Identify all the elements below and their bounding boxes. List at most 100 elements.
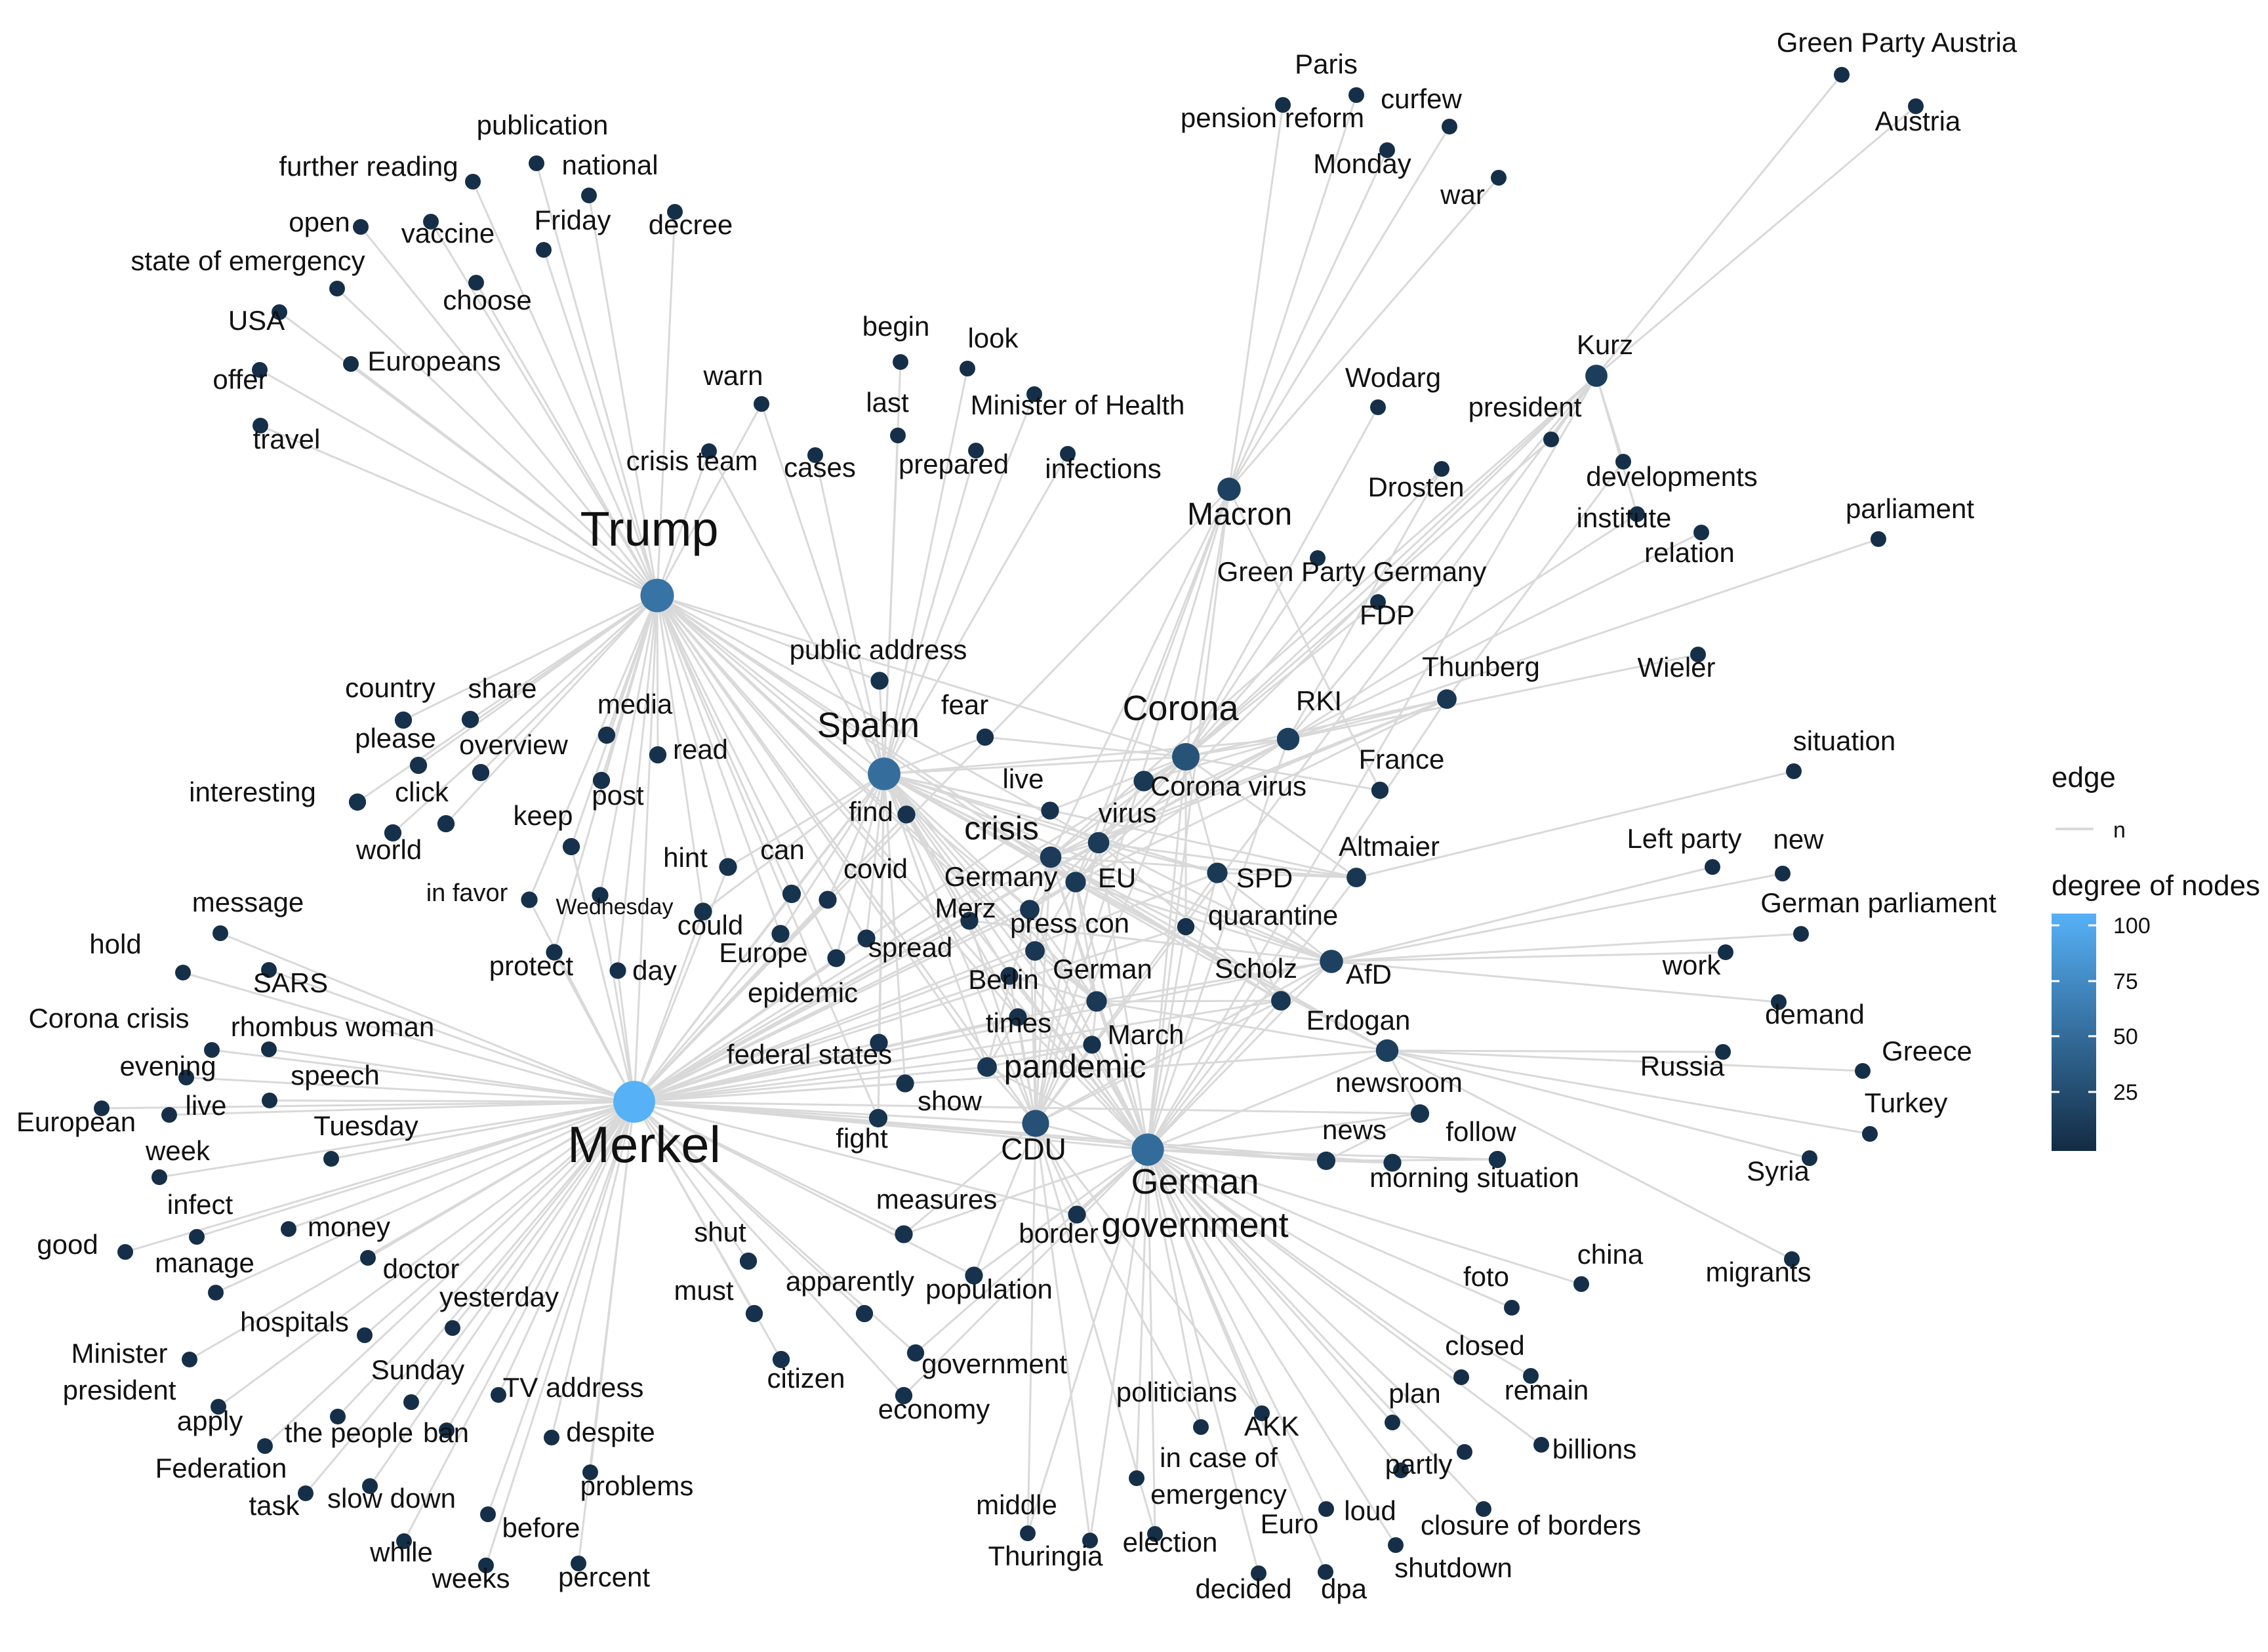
node-label-usa: USA — [228, 305, 285, 336]
node-billions — [1533, 1437, 1549, 1453]
edge-corona-france — [1185, 755, 1381, 792]
node-label-developments: developments — [1586, 461, 1758, 492]
node-label-spahn: Spahn — [817, 706, 920, 745]
edge-trump-times — [656, 595, 1019, 1018]
node-label-left-party: Left party — [1627, 823, 1741, 854]
edge-trump-spahn — [657, 594, 885, 775]
node-label-billions: billions — [1552, 1434, 1636, 1464]
edge-cdu-afd — [1035, 960, 1332, 1125]
edge-trump-interesting — [357, 594, 658, 803]
edge-cdu-politicians — [1034, 1123, 1202, 1428]
edge-germany-german — [1028, 909, 1098, 1002]
node-evening — [178, 1070, 194, 1085]
node-pension-reform — [1348, 87, 1364, 103]
edge-rki-corona_virus — [1143, 738, 1289, 782]
node-label-kurz: Kurz — [1577, 329, 1633, 360]
node-usa — [272, 304, 287, 320]
edge-erdogan-russia — [1387, 1049, 1724, 1053]
edge-eu-german — [1074, 881, 1098, 1002]
node-paris — [1275, 97, 1291, 113]
edge-merkel-europe — [633, 933, 782, 1102]
edge-erdogan-greece — [1387, 1049, 1863, 1072]
edge-macron-pension_reform — [1228, 94, 1358, 490]
edge-cdu-german — [1034, 1001, 1098, 1124]
node-label-foto: foto — [1463, 1261, 1509, 1292]
node-label-before: before — [502, 1512, 580, 1543]
edge-merkel-keep — [570, 846, 636, 1102]
node-slow-down — [362, 1478, 378, 1494]
edge-merkel-march — [634, 1043, 1093, 1103]
node-label-government: government — [921, 1348, 1067, 1379]
edge-spahn-cdu — [883, 773, 1037, 1124]
node-sars — [261, 962, 277, 978]
node-minister-president — [182, 1352, 197, 1367]
edge-afd-spd — [1217, 872, 1332, 963]
edge-trump-german_government — [656, 595, 1149, 1150]
edge-trump-offer — [259, 369, 658, 597]
node-march — [1083, 1036, 1101, 1054]
node-macron — [1217, 477, 1241, 501]
edge-spahn-fear — [883, 736, 986, 775]
edge-eu-press_con — [1034, 881, 1077, 952]
node-label-pension-reform: pension reform — [1181, 102, 1364, 133]
edge-merkel-federation — [264, 1100, 636, 1447]
node-label-scholz: Scholz — [1215, 953, 1297, 984]
edge-merkel-manage — [215, 1100, 635, 1294]
edge-german_government-dpa — [1146, 1149, 1327, 1573]
edge-macron-paris — [1228, 104, 1284, 490]
node-label-remain: remain — [1505, 1375, 1589, 1405]
edge-german_government-germany — [1028, 909, 1149, 1150]
edge-merkel-sars — [268, 969, 635, 1103]
edge-merkel-despite — [550, 1101, 636, 1438]
node-label-spd: SPD — [1236, 862, 1293, 893]
edge-merkel-ban — [445, 1101, 636, 1431]
node-label-federal-states: federal states — [727, 1039, 892, 1070]
edge-merkel-sunday — [410, 1101, 636, 1403]
edge-spahn-infections — [883, 453, 1069, 775]
legend-colorbar — [2052, 914, 2096, 1151]
node-label-dpa: dpa — [1321, 1573, 1367, 1604]
legend-tick-100: 100 — [2113, 914, 2151, 938]
node-label-corona-virus: Corona virus — [1150, 771, 1306, 801]
node-label-doctor: doctor — [383, 1253, 460, 1284]
node-crisis-team — [701, 443, 717, 459]
edge-merkel-minister_president — [189, 1100, 635, 1361]
node-begin — [893, 354, 908, 370]
edge-scholz-spd — [1216, 872, 1282, 1001]
node-greece — [1855, 1063, 1871, 1079]
node-newsroom — [1410, 1104, 1430, 1123]
node-label-choose: choose — [443, 285, 531, 315]
node-label-shutdown: shutdown — [1394, 1552, 1512, 1583]
edge-trump-further_reading — [472, 181, 658, 596]
node-times — [1009, 1008, 1027, 1026]
edge-merkel-can — [633, 893, 793, 1102]
node-offer — [252, 362, 268, 378]
node-label-corona: Corona — [1122, 689, 1239, 728]
node-ban — [439, 1422, 455, 1438]
edge-german_government-shutdown — [1146, 1149, 1397, 1546]
edge-german_government-euro — [1146, 1149, 1327, 1510]
node-remain — [1523, 1368, 1539, 1384]
edge-corona-germany — [1028, 755, 1187, 911]
edge-trump-day — [617, 595, 658, 971]
edge-merkel-rhombus_woman — [268, 1048, 635, 1103]
node-sunday — [403, 1394, 419, 1410]
node-label-keep: keep — [513, 800, 573, 831]
node-label-speech: speech — [291, 1060, 379, 1091]
node-label-greece: Greece — [1882, 1036, 1972, 1066]
edge-macron-virus — [1097, 489, 1230, 843]
edge-merkel-the_people — [336, 1100, 636, 1418]
node-austria — [1908, 98, 1924, 114]
edge-newsroom-news — [1326, 1112, 1421, 1162]
edge-spahn-show — [883, 773, 906, 1084]
edge-trump-epidemic — [656, 595, 838, 959]
node-label-vaccine: vaccine — [401, 218, 495, 249]
node-label-ban: ban — [423, 1417, 469, 1448]
node-german-government — [1131, 1133, 1164, 1166]
edge-merkel-newsroom — [634, 1100, 1421, 1115]
node-publication — [529, 155, 544, 171]
node-apply — [211, 1399, 226, 1415]
node-media — [597, 726, 616, 744]
edge-spahn-last — [883, 435, 899, 775]
